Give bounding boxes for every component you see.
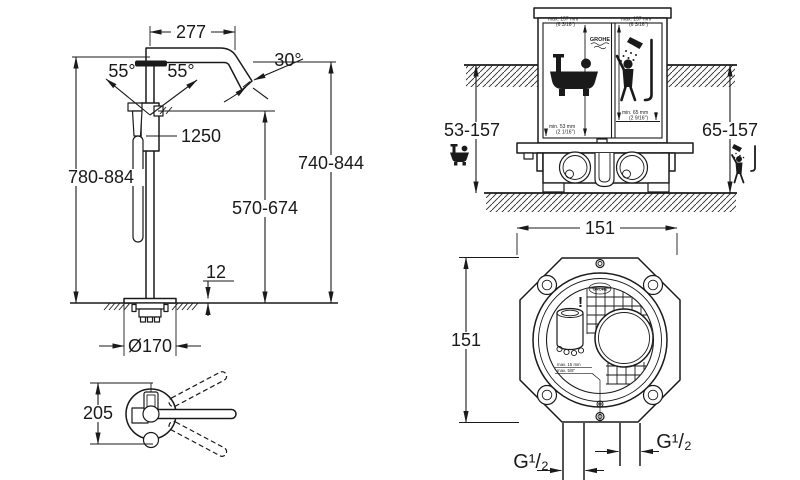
- svg-text:GROHE: GROHE: [593, 287, 608, 292]
- shower-min-in: (2 9/16"): [629, 116, 648, 122]
- dim-plate-thickness: 12: [206, 262, 226, 282]
- box-inner-wall: [542, 22, 663, 139]
- dim-spout-width: 277: [176, 22, 206, 42]
- underfloor-fitting: [131, 302, 169, 323]
- bath-max-mm: max. 157 mm: [548, 17, 578, 23]
- dim-hose-length: 1250: [181, 126, 221, 146]
- dim-thread-right: G¹/₂: [656, 431, 692, 453]
- dim-height-spout: 570-674: [232, 198, 298, 218]
- dim-plan-height: 151: [451, 330, 481, 350]
- svg-text:max. 15 mm: max. 15 mm: [557, 362, 581, 367]
- swivel-spout-upper: [168, 371, 228, 408]
- shower-icon: [731, 144, 756, 184]
- shower-person-icon: [615, 37, 653, 102]
- dim-thread-left: G¹/₂: [513, 451, 549, 473]
- handshower-grip: [131, 110, 143, 137]
- dim-height-to-outlet: 740-844: [298, 153, 364, 173]
- shower-min-mm: min. 65 mm: [622, 110, 648, 116]
- bathtub-icon: [450, 144, 469, 166]
- faucet-plan-view: 205: [82, 371, 237, 457]
- holder-circle: [142, 431, 160, 449]
- shower-max-in: (6 3/16"): [629, 22, 648, 28]
- svg-text:GROHE: GROHE: [590, 37, 611, 43]
- dim-spout-angle: 30°: [274, 50, 301, 70]
- swivel-spout-lower: [168, 420, 228, 457]
- dim-depth-bath: 53-157: [444, 120, 500, 140]
- outlet-port: [594, 308, 653, 368]
- lever-handle: [135, 60, 167, 67]
- spout-top-view: [150, 408, 237, 420]
- dim-depth-shower: 65-157: [702, 120, 758, 140]
- bathtub-person-icon: [550, 54, 598, 96]
- supply-cup: [556, 307, 585, 357]
- shower-max-mm: max. 157 mm: [621, 17, 651, 23]
- install-section-view: max. 157 mm (6 3/16") min. 53 mm (2 1/16…: [442, 7, 761, 212]
- grohe-logo-small: GROHE: [588, 282, 612, 295]
- ground-hatch-right: [667, 65, 735, 87]
- floor-hatch-band: [486, 193, 736, 212]
- floor-hatch-ticks: [103, 302, 199, 311]
- handshower-hose: [132, 135, 144, 243]
- warning-icon: !: [578, 294, 583, 311]
- dim-base-diameter: Ø170: [128, 336, 172, 356]
- rotation-arc-arrow: [223, 86, 247, 103]
- svg-text:max. 5/8": max. 5/8": [557, 368, 575, 373]
- dim-angle-right: 55°: [167, 61, 194, 81]
- bath-min-in: (2 1/16"): [556, 130, 575, 136]
- base-plate: [123, 297, 177, 304]
- ground-hatch-left: [466, 65, 538, 87]
- grohe-logo: GROHE: [590, 37, 611, 50]
- dim-plan-width: 151: [585, 218, 615, 238]
- supply-pipes: [562, 423, 641, 480]
- cartridge-cap: [142, 405, 160, 423]
- rough-in-body-section: [516, 138, 694, 193]
- bath-max-in: (6 3/16"): [556, 22, 575, 28]
- screw-ears: [536, 258, 664, 422]
- rough-in-plan-view: 151 151: [449, 218, 692, 480]
- dim-height-total: 780-884: [68, 167, 134, 187]
- dim-swivel-width: 205: [83, 403, 113, 423]
- side-view: 277 55° 55° 30° 1250 570-674 740-844 780…: [58, 22, 366, 356]
- depth-note: max. 15 mm max. 5/8": [555, 362, 601, 422]
- spout-tip-line: [242, 81, 251, 88]
- faucet-outline: [145, 47, 253, 303]
- bath-min-mm: min. 53 mm: [549, 124, 575, 130]
- dim-angle-left: 55°: [108, 61, 135, 81]
